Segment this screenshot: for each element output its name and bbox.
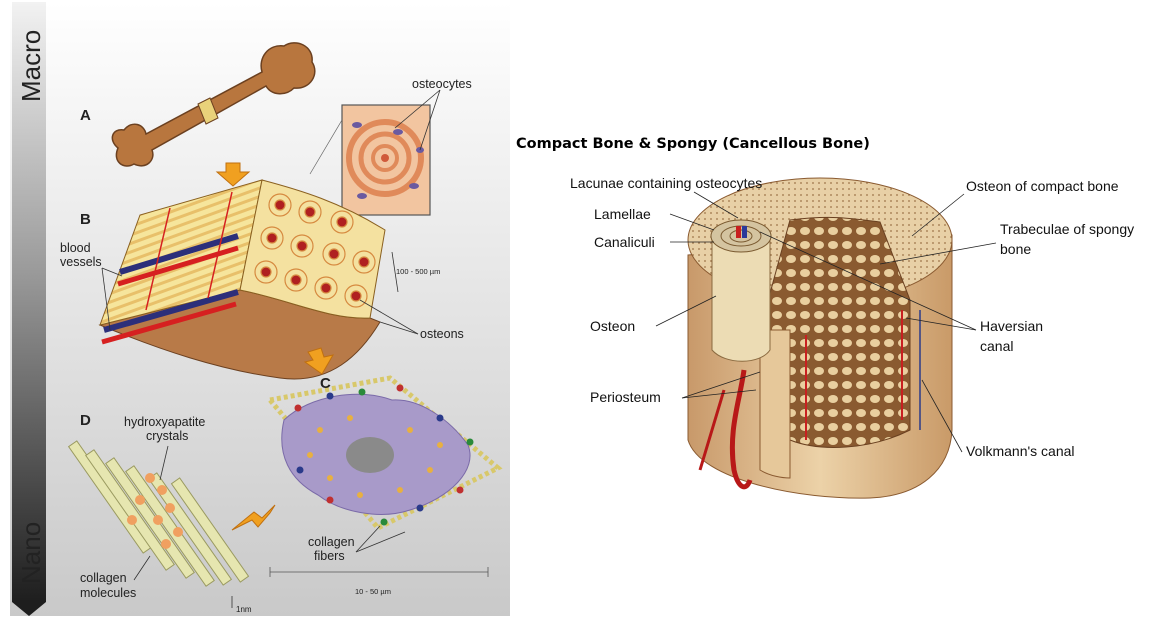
panel-a-letter: A xyxy=(80,107,91,124)
haversian-label-2: canal xyxy=(980,338,1013,354)
collagen-fibers-label-1: collagen xyxy=(308,535,355,549)
osteons-label: osteons xyxy=(420,327,464,341)
panel-d-letter: D xyxy=(80,412,91,429)
osteocytes-label: osteocytes xyxy=(412,77,472,91)
left-panel: Macro Nano A osteocytes xyxy=(10,2,510,616)
scale-d-label: 1nm xyxy=(236,605,252,614)
osteocytes-inset xyxy=(342,105,430,215)
blood-vessels-label-1: blood xyxy=(60,241,91,255)
osteon-label: Osteon xyxy=(590,318,635,334)
panel-c-letter: C xyxy=(320,375,331,392)
lamellae-label: Lamellae xyxy=(594,206,651,222)
trabeculae-label-1: Trabeculae of spongy xyxy=(1000,221,1134,237)
right-panel-title: Compact Bone & Spongy (Cancellous Bone) xyxy=(516,136,870,152)
canaliculi-label: Canaliculi xyxy=(594,234,655,250)
volkmann-label: Volkmann's canal xyxy=(966,443,1075,459)
panel-b-letter: B xyxy=(80,211,91,228)
osteon-compact-label: Osteon of compact bone xyxy=(966,178,1119,194)
scale-b-label: 100 - 500 µm xyxy=(396,267,440,276)
lacunae-label: Lacunae containing osteocytes xyxy=(570,175,762,191)
cell-nucleus xyxy=(346,437,394,473)
osteon-artery xyxy=(736,226,741,238)
collagen-fibers-label-2: fibers xyxy=(314,549,345,563)
collagen-molecules-label-1: collagen xyxy=(80,571,127,585)
osteon-vein xyxy=(742,226,747,238)
trabeculae-label-2: bone xyxy=(1000,241,1031,257)
hydroxyapatite-label-2: crystals xyxy=(146,429,188,443)
collagen-molecules-label-2: molecules xyxy=(80,586,136,600)
right-panel: Compact Bone & Spongy (Cancellous Bone) … xyxy=(516,136,1134,498)
osteon-cylinder xyxy=(712,238,770,361)
protruding-osteon xyxy=(711,220,771,361)
haversian-label-1: Haversian xyxy=(980,318,1043,334)
scale-c-label: 10 - 50 µm xyxy=(355,587,391,596)
periosteum-label: Periosteum xyxy=(590,389,661,405)
blood-vessels-label-2: vessels xyxy=(60,255,102,269)
nano-label: Nano xyxy=(16,522,46,584)
hydroxyapatite-label-1: hydroxyapatite xyxy=(124,415,205,429)
macro-label: Macro xyxy=(16,30,46,102)
